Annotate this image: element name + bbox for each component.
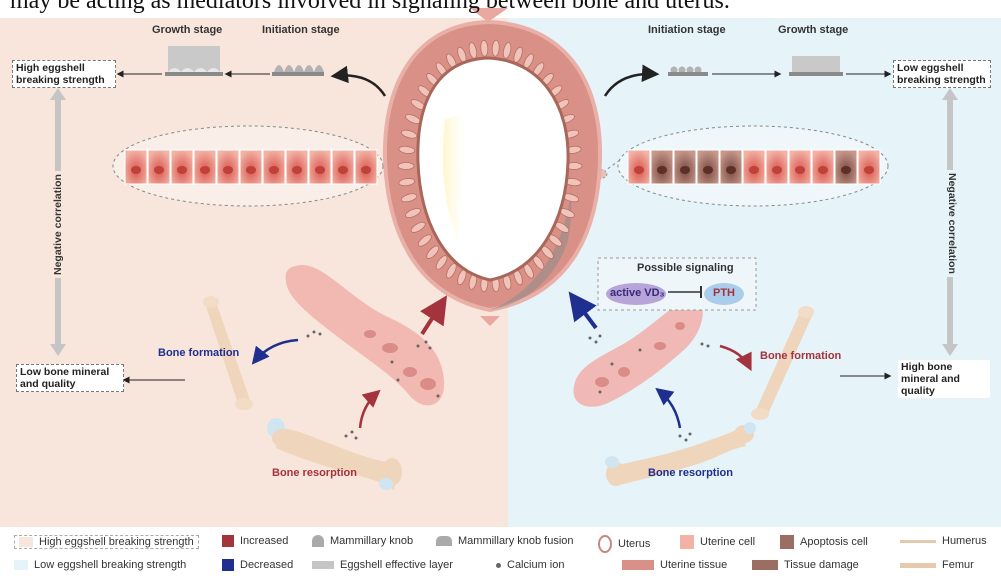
cell-nucleus (338, 166, 348, 174)
cell-nucleus (246, 166, 256, 174)
left-initiation-stage-label: Initiation stage (262, 24, 340, 36)
legend-effective-layer-text: Eggshell effective layer (340, 559, 453, 571)
right-initiation-stage-label: Initiation stage (648, 24, 726, 36)
cell-nucleus (177, 166, 187, 174)
left-growth-stage-shell (165, 46, 223, 76)
legend-uterine-cell: Uterine cell (680, 535, 755, 549)
signaling-title: Possible signaling (637, 262, 734, 274)
legend-increased-text: Increased (240, 535, 288, 547)
cell-nucleus (223, 166, 233, 174)
legend-femur: Femur (900, 559, 974, 571)
legend-calcium-ion: Calcium ion (496, 559, 564, 571)
right-correlation-label: Negative correlation (946, 170, 958, 277)
legend-mammillary-knob-text: Mammillary knob (330, 535, 413, 547)
legend-uterine-tissue-text: Uterine tissue (660, 559, 727, 571)
legend-mammillary-knob: Mammillary knob (312, 535, 413, 547)
legend-apoptosis-cell: Apoptosis cell (780, 535, 868, 549)
left-growth-stage-label: Growth stage (152, 24, 222, 36)
cell-nucleus (726, 166, 736, 174)
legend-decreased-text: Decreased (240, 559, 293, 571)
cell-nucleus (154, 166, 164, 174)
cell-nucleus (818, 166, 828, 174)
vd3-label: active VD₃ (610, 287, 665, 299)
legend-high-strength: High eggshell breaking strength (14, 535, 199, 549)
legend-uterus-text: Uterus (618, 538, 650, 550)
cell-nucleus (269, 166, 279, 174)
left-bone-resorption-label: Bone resorption (272, 467, 357, 479)
cell-nucleus (131, 166, 141, 174)
legend-calcium-ion-text: Calcium ion (507, 559, 564, 571)
legend-femur-text: Femur (942, 559, 974, 571)
legend-decreased: Decreased (222, 559, 293, 571)
cell-nucleus (315, 166, 325, 174)
legend-increased: Increased (222, 535, 288, 547)
right-bone-resorption-label: Bone resorption (648, 467, 733, 479)
legend: High eggshell breaking strength Low eggs… (0, 527, 1001, 576)
right-growth-stage-shell (789, 56, 843, 76)
caption: may be acting as mediators involved in s… (10, 0, 730, 15)
cell-nucleus (864, 166, 874, 174)
cell-nucleus (292, 166, 302, 174)
cell-nucleus (200, 166, 210, 174)
left-bone-formation-label: Bone formation (158, 347, 239, 359)
right-bone-formation-label: Bone formation (760, 350, 841, 362)
legend-uterine-cell-text: Uterine cell (700, 536, 755, 548)
legend-effective-layer: Eggshell effective layer (312, 559, 453, 571)
cell-nucleus (634, 166, 644, 174)
legend-humerus-text: Humerus (942, 535, 987, 547)
legend-low-strength-text: Low eggshell breaking strength (34, 559, 186, 571)
cell-nucleus (703, 166, 713, 174)
cell-nucleus (361, 166, 371, 174)
left-correlation-label: Negative correlation (52, 171, 64, 278)
cell-nucleus (841, 166, 851, 174)
legend-tissue-damage-text: Tissue damage (784, 559, 859, 571)
legend-tissue-damage: Tissue damage (752, 559, 859, 571)
legend-uterine-tissue: Uterine tissue (622, 559, 727, 571)
cell-nucleus (795, 166, 805, 174)
right-bottom-box: High bone mineral and quality (898, 360, 990, 398)
uterine-villus (398, 163, 414, 170)
legend-knob-fusion-text: Mammillary knob fusion (458, 535, 574, 547)
cell-nucleus (772, 166, 782, 174)
right-growth-stage-label: Growth stage (778, 24, 848, 36)
legend-uterus: Uterus (598, 535, 650, 553)
legend-humerus: Humerus (900, 535, 987, 547)
left-bottom-box: Low bone mineral and quality (16, 364, 124, 392)
legend-apoptosis-cell-text: Apoptosis cell (800, 536, 868, 548)
cell-nucleus (657, 166, 667, 174)
cell-nucleus (680, 166, 690, 174)
legend-knob-fusion: Mammillary knob fusion (436, 535, 574, 547)
legend-high-strength-text: High eggshell breaking strength (39, 536, 194, 548)
legend-low-strength: Low eggshell breaking strength (14, 559, 186, 571)
cell-nucleus (749, 166, 759, 174)
right-top-box: Low eggshell breaking strength (893, 60, 991, 88)
pth-label: PTH (713, 287, 735, 299)
left-top-box: High eggshell breaking strength (12, 60, 116, 88)
